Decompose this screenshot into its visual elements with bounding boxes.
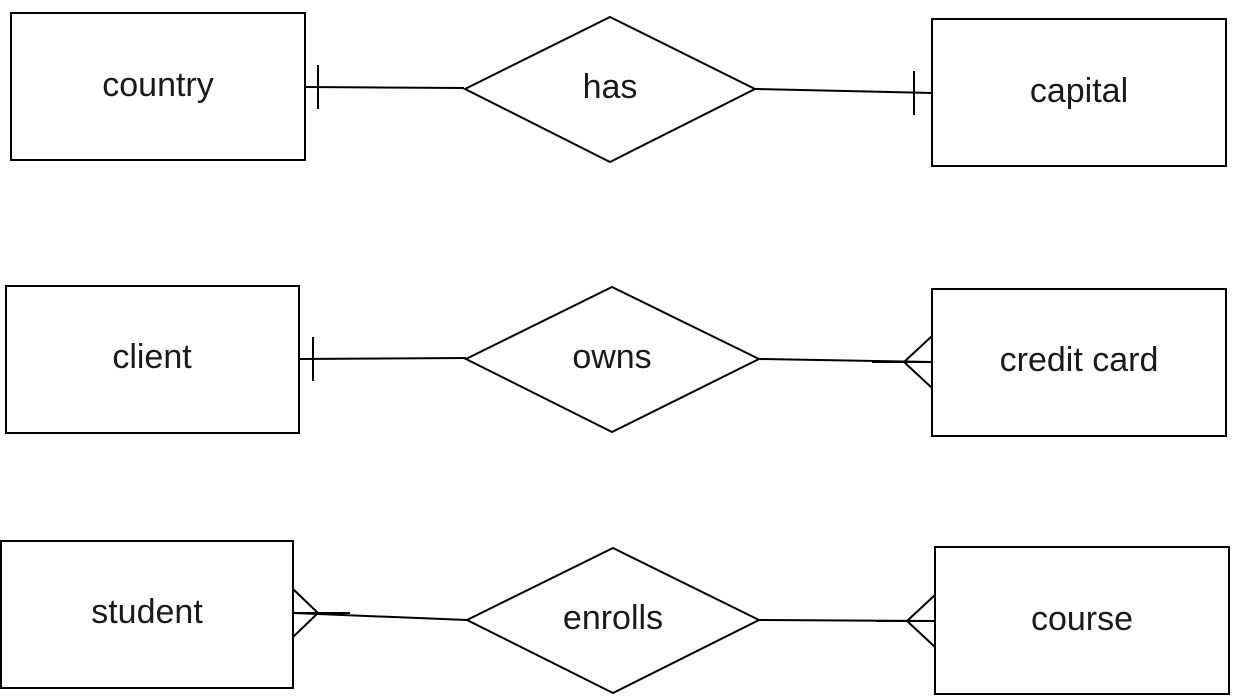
relationship-enrolls[interactable]	[464, 546, 762, 695]
entity-course[interactable]	[934, 546, 1230, 695]
relationship-has[interactable]	[462, 15, 758, 164]
er-row-student-enrolls-course: student enrolls course	[0, 540, 1230, 695]
er-row-client-owns-credit-card: client owns credit card	[5, 285, 1227, 437]
entity-student-label: student	[91, 593, 203, 631]
relationship-enrolls-label: enrolls	[563, 599, 663, 637]
relationship-owns[interactable]	[463, 285, 762, 434]
connector-student-enrolls	[292, 612, 468, 621]
er-row-country-has-capital: country has capital	[10, 12, 1227, 167]
entity-credit-card[interactable]	[931, 288, 1227, 437]
cardinality-many-credit-card	[872, 335, 933, 389]
relationship-has-label: has	[583, 68, 638, 106]
entity-student[interactable]	[0, 540, 294, 689]
entity-client-label: client	[112, 338, 192, 376]
connector-has-capital	[754, 88, 933, 94]
relationship-owns-label: owns	[572, 338, 651, 376]
entity-capital[interactable]	[931, 18, 1227, 167]
cardinality-many-student	[292, 588, 350, 638]
entity-capital-label: capital	[1030, 72, 1128, 110]
connector-client-owns	[298, 357, 467, 360]
entity-country-label: country	[102, 66, 214, 104]
entity-credit-card-label: credit card	[1000, 341, 1159, 379]
entity-client[interactable]	[5, 285, 300, 434]
cardinality-many-course	[876, 594, 936, 648]
connector-country-has	[304, 86, 465, 89]
entity-course-label: course	[1031, 600, 1133, 638]
entity-country[interactable]	[10, 12, 306, 161]
